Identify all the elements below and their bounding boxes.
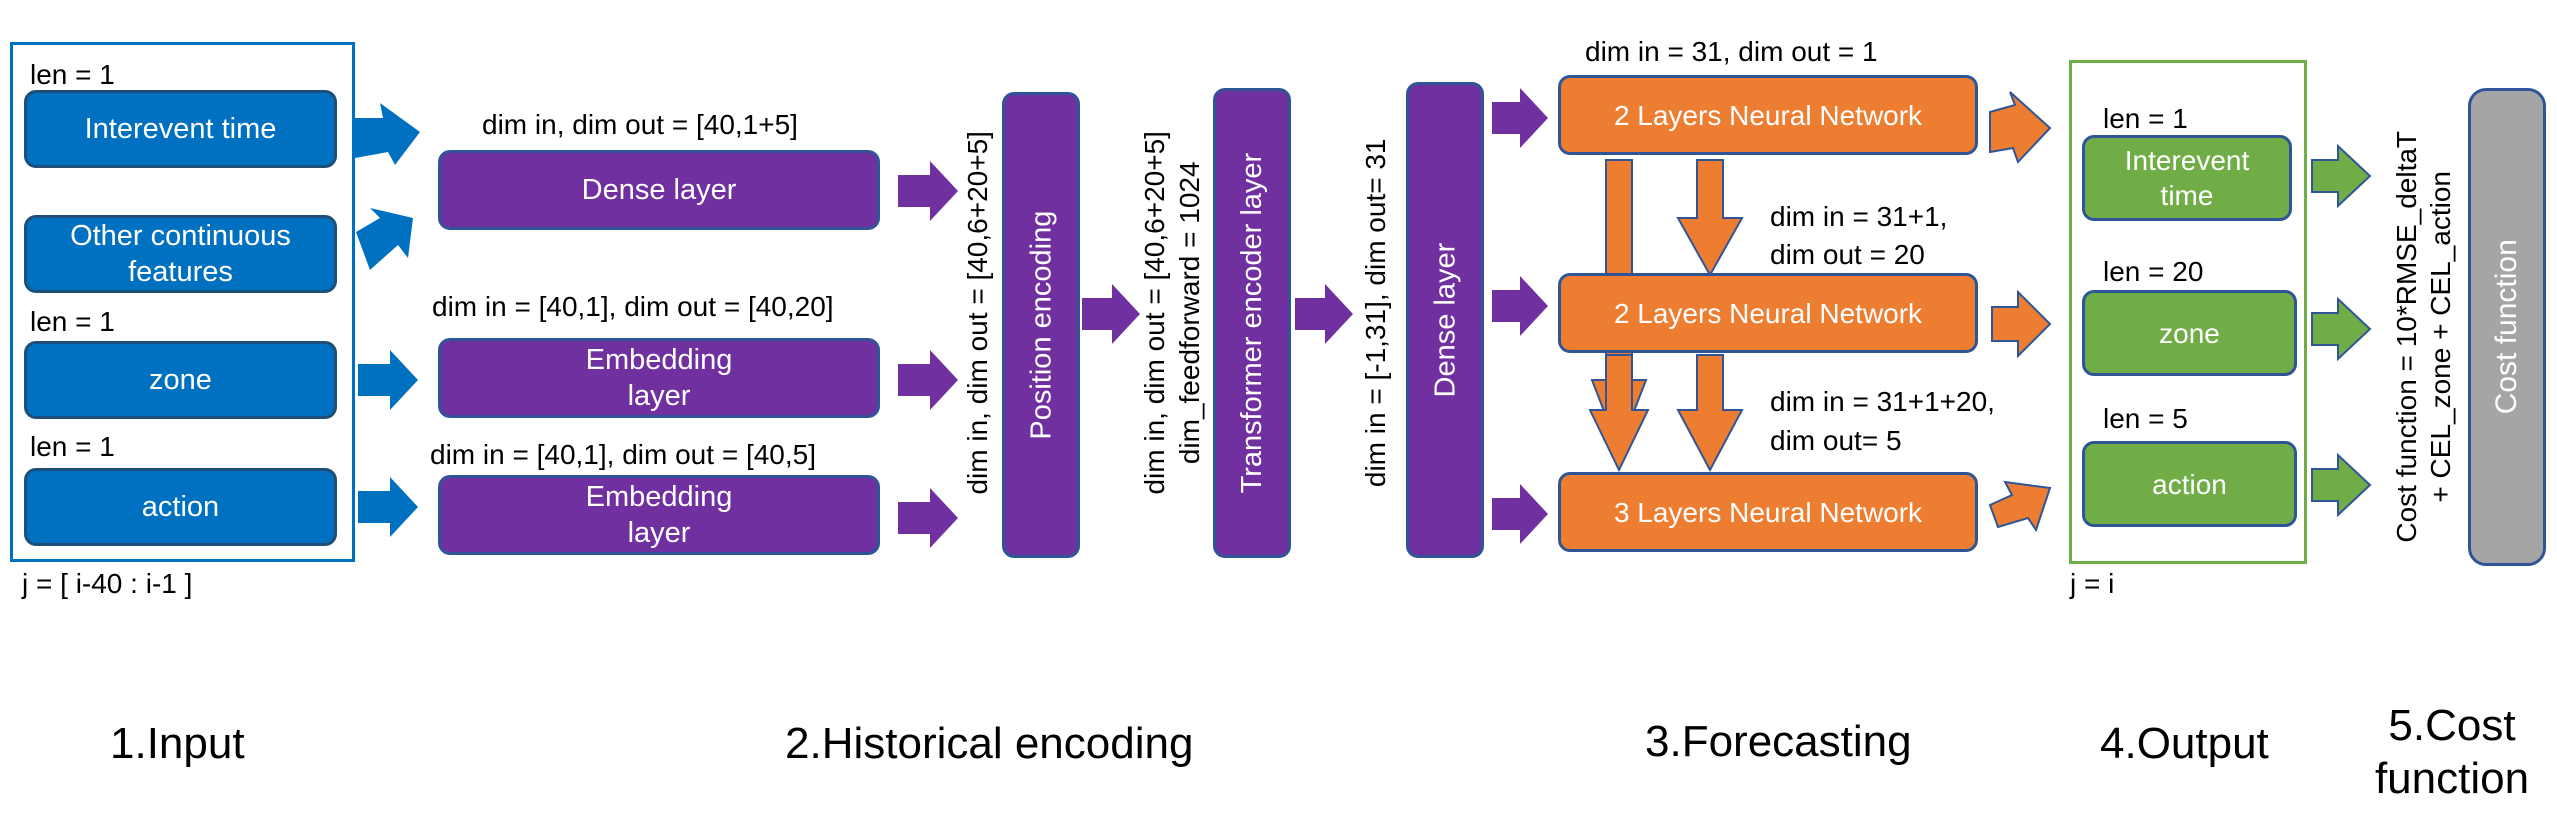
output-interevent-time-box: Interevent time bbox=[2082, 135, 2292, 221]
arrow-orange-down-2 bbox=[1676, 159, 1744, 278]
output-len-label-1: len = 1 bbox=[2103, 103, 2188, 134]
cost-function-label-2: + CEL_zone + CEL_action bbox=[2425, 171, 2457, 503]
input-interevent-time-box: Interevent time bbox=[24, 90, 337, 168]
output-range-label: j = i bbox=[2070, 568, 2115, 599]
output-frame bbox=[2069, 60, 2307, 564]
section-title-output: 4.Output bbox=[2100, 719, 2269, 768]
arrow-purple-4 bbox=[1082, 284, 1140, 344]
arrow-purple-1 bbox=[898, 161, 958, 221]
arrow-purple-2 bbox=[898, 350, 958, 410]
input-range-label: j = [ i-40 : i-1 ] bbox=[22, 568, 193, 599]
position-encoding-text: Position encoding bbox=[1024, 210, 1057, 440]
nn1-dim-label: dim in = 31, dim out = 1 bbox=[1585, 36, 1878, 67]
section-title-cost-function: 5.Cost function bbox=[2374, 701, 2530, 803]
position-encoding-box: Position encoding bbox=[1002, 92, 1080, 558]
nn3-dim-label-2: dim out= 5 bbox=[1770, 425, 1902, 456]
input-len-label-3: len = 1 bbox=[30, 431, 115, 462]
arrow-green-3 bbox=[2311, 452, 2372, 518]
input-other-continuous-features-box: Other continuous features bbox=[24, 215, 337, 293]
arrow-blue-3 bbox=[358, 350, 418, 410]
output-len-label-3: len = 5 bbox=[2103, 403, 2188, 434]
forecast-dense-layer-box: Dense layer bbox=[1406, 82, 1484, 558]
output-action-box: action bbox=[2082, 441, 2297, 527]
section-title-input: 1.Input bbox=[110, 719, 245, 768]
input-action-box: action bbox=[24, 468, 337, 546]
arrow-purple-8 bbox=[1492, 484, 1548, 544]
transformer-dim-label-2: dim_feedforward = 1024 bbox=[1174, 161, 1206, 465]
forecast-dense-layer-text: Dense layer bbox=[1428, 242, 1461, 398]
arrow-purple-6 bbox=[1492, 88, 1548, 148]
nn2-dim-label-2: dim out = 20 bbox=[1770, 239, 1925, 270]
section-title-historical-encoding: 2.Historical encoding bbox=[785, 719, 1194, 768]
dense-layer-box: Dense layer bbox=[438, 150, 880, 230]
cost-function-box: Cost function bbox=[2468, 88, 2546, 566]
arrow-purple-7 bbox=[1492, 276, 1548, 336]
input-len-label-1: len = 1 bbox=[30, 59, 115, 90]
arrow-purple-5 bbox=[1295, 284, 1353, 344]
embedding-layer-2-dim-label: dim in = [40,1], dim out = [40,5] bbox=[430, 439, 816, 470]
forecast-dense-dim-label: dim in = [-1,31], dim out= 31 bbox=[1360, 138, 1392, 488]
arrow-purple-3 bbox=[898, 488, 958, 548]
arrow-orange-down-3 bbox=[1588, 354, 1650, 473]
embedding-layer-2-box: Embedding layer bbox=[438, 475, 880, 555]
arrow-orange-down-4 bbox=[1676, 354, 1744, 473]
nn2-dim-label-1: dim in = 31+1, bbox=[1770, 201, 1948, 232]
nn3-box: 3 Layers Neural Network bbox=[1558, 472, 1978, 552]
section-title-forecasting: 3.Forecasting bbox=[1645, 717, 1912, 766]
output-zone-box: zone bbox=[2082, 290, 2297, 376]
cost-function-text: Cost function bbox=[2490, 239, 2524, 415]
nn3-dim-label-1: dim in = 31+1+20, bbox=[1770, 386, 1995, 417]
transformer-encoder-box: Transformer encoder layer bbox=[1213, 88, 1291, 558]
arrow-green-2 bbox=[2311, 296, 2372, 362]
arrow-blue-2 bbox=[356, 208, 413, 270]
transformer-encoder-text: Transformer encoder layer bbox=[1235, 152, 1268, 494]
transformer-dim-label-1: dim in, dim out = [40,6+20+5] bbox=[1139, 131, 1171, 495]
nn2-box: 2 Layers Neural Network bbox=[1558, 273, 1978, 353]
nn1-box: 2 Layers Neural Network bbox=[1558, 75, 1978, 155]
arrow-green-1 bbox=[2311, 143, 2372, 209]
arrow-blue-4 bbox=[358, 477, 418, 537]
embedding-layer-1-dim-label: dim in = [40,1], dim out = [40,20] bbox=[432, 291, 834, 322]
embedding-layer-1-box: Embedding layer bbox=[438, 338, 880, 418]
output-len-label-2: len = 20 bbox=[2103, 256, 2204, 287]
input-len-label-2: len = 1 bbox=[30, 306, 115, 337]
arrow-orange-right-3 bbox=[1988, 480, 2052, 533]
dense-layer-dim-label: dim in, dim out = [40,1+5] bbox=[482, 109, 798, 140]
input-zone-box: zone bbox=[24, 341, 337, 419]
input-frame bbox=[10, 42, 355, 562]
arrow-blue-1 bbox=[355, 103, 420, 165]
position-encoding-dim-label: dim in, dim out = [40,6+20+5] bbox=[962, 131, 994, 495]
arrow-orange-right-1 bbox=[1989, 91, 2052, 164]
cost-function-label-1: Cost function = 10*RMSE_deltaT bbox=[2391, 130, 2423, 543]
arrow-orange-right-2 bbox=[1991, 289, 2052, 359]
